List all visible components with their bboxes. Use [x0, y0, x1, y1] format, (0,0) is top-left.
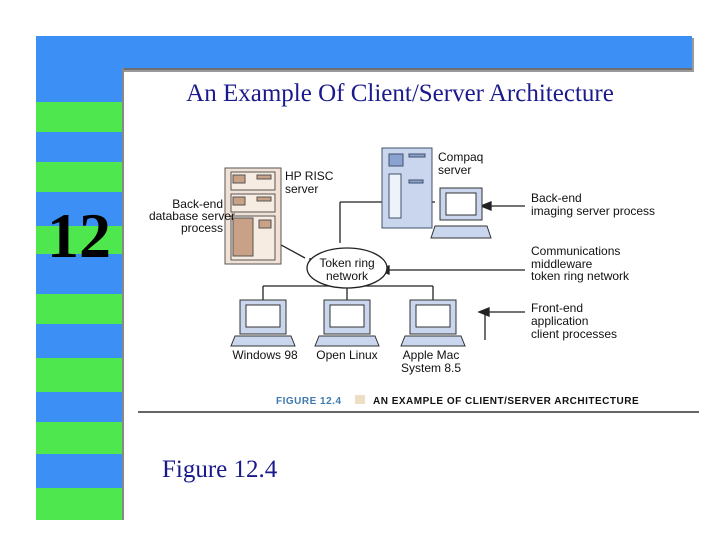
compaq-label-1: Compaq: [438, 150, 483, 164]
comms-label-2: middleware: [531, 257, 593, 271]
imaging-label-1: Back-end: [531, 191, 582, 205]
top-bar: [36, 36, 692, 70]
compaq-label-2: server: [438, 163, 471, 177]
comms-label-1: Communications: [531, 244, 620, 258]
left-color-strip: [36, 68, 124, 520]
mac-label-1: Apple Mac: [403, 348, 460, 362]
backend-db-label-3: process: [181, 221, 223, 235]
hp-server-label-1: HP RISC: [285, 169, 334, 183]
token-ring-label-1: Token ring: [319, 256, 374, 270]
figure-label-swatch: [355, 395, 365, 404]
mac-label-2: System 8.5: [401, 361, 461, 375]
frontend-label-2: application: [531, 314, 588, 328]
backend-db-label-2: database server: [149, 209, 235, 223]
chapter-number: 12: [47, 200, 111, 271]
frontend-label-3: client processes: [531, 327, 617, 341]
backend-db-label-1: Back-end: [172, 197, 223, 211]
token-ring-node: [306, 247, 388, 289]
imaging-monitor-icon: [430, 187, 492, 239]
client-windows98: [230, 299, 296, 347]
token-ring-label-2: network: [326, 269, 369, 283]
linux-label: Open Linux: [316, 348, 377, 362]
client-open-linux: [314, 299, 380, 347]
figure-label-number: FIGURE 12.4: [276, 396, 342, 407]
figure-caption: Figure 12.4: [162, 456, 278, 483]
win98-label: Windows 98: [232, 348, 298, 362]
client-apple-mac: [400, 299, 466, 347]
slide-title: An Example Of Client/Server Architecture: [186, 80, 614, 107]
hp-server-label-2: server: [285, 182, 318, 196]
architecture-diagram: HP RISC server Back-end database server …: [135, 140, 700, 415]
imaging-label-2: imaging server process: [531, 204, 655, 218]
frontend-label-1: Front-end: [531, 301, 583, 315]
compaq-server: [381, 147, 433, 229]
hp-risc-server: [224, 167, 282, 265]
figure-label-title: AN EXAMPLE OF CLIENT/SERVER ARCHITECTURE: [373, 396, 639, 407]
comms-label-3: token ring network: [531, 269, 630, 283]
